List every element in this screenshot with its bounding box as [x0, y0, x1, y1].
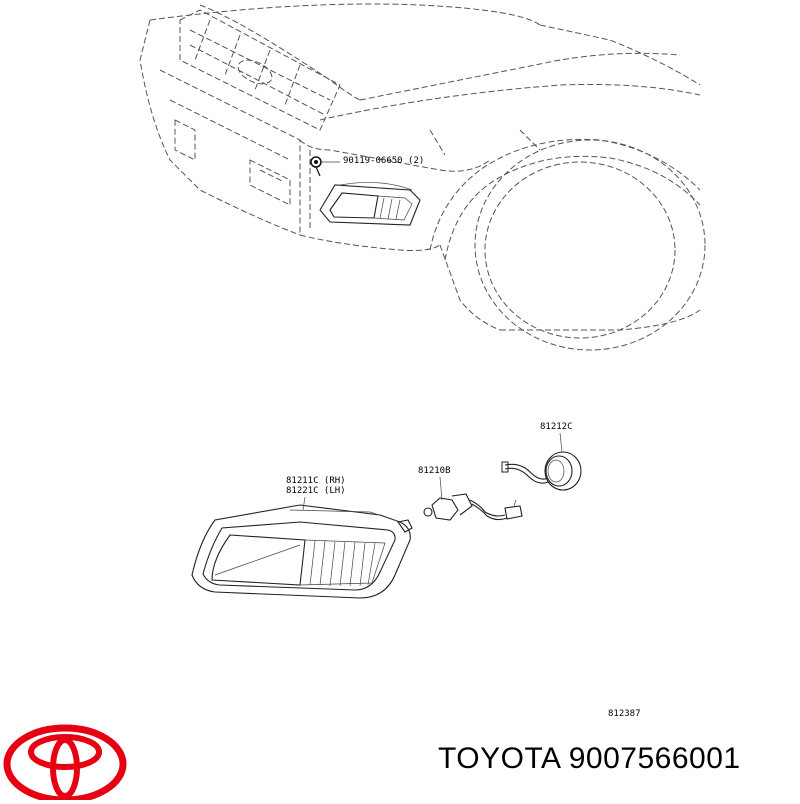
bolt-callout: 90119-06650 (2) [343, 156, 425, 166]
toyota-logo-icon [3, 724, 127, 804]
socket-callout: 81212C [540, 422, 573, 432]
bulb-callout: 81210B [418, 466, 451, 476]
installed-fog-lamp [319, 182, 421, 226]
lamp-lh-callout: 81221C (LH) [286, 486, 346, 496]
diagram-number: 812387 [608, 709, 641, 719]
vehicle-outline [139, 3, 706, 351]
socket-assembly [501, 451, 582, 491]
fog-lamp-assembly [191, 504, 413, 599]
brand-part-caption: TOYOTA 9007566001 [438, 742, 741, 775]
leader-lines [302, 432, 563, 511]
lamp-rh-callout: 81211C (RH) [286, 476, 346, 486]
bolt-icon [310, 156, 340, 177]
bulb-assembly [423, 493, 523, 521]
